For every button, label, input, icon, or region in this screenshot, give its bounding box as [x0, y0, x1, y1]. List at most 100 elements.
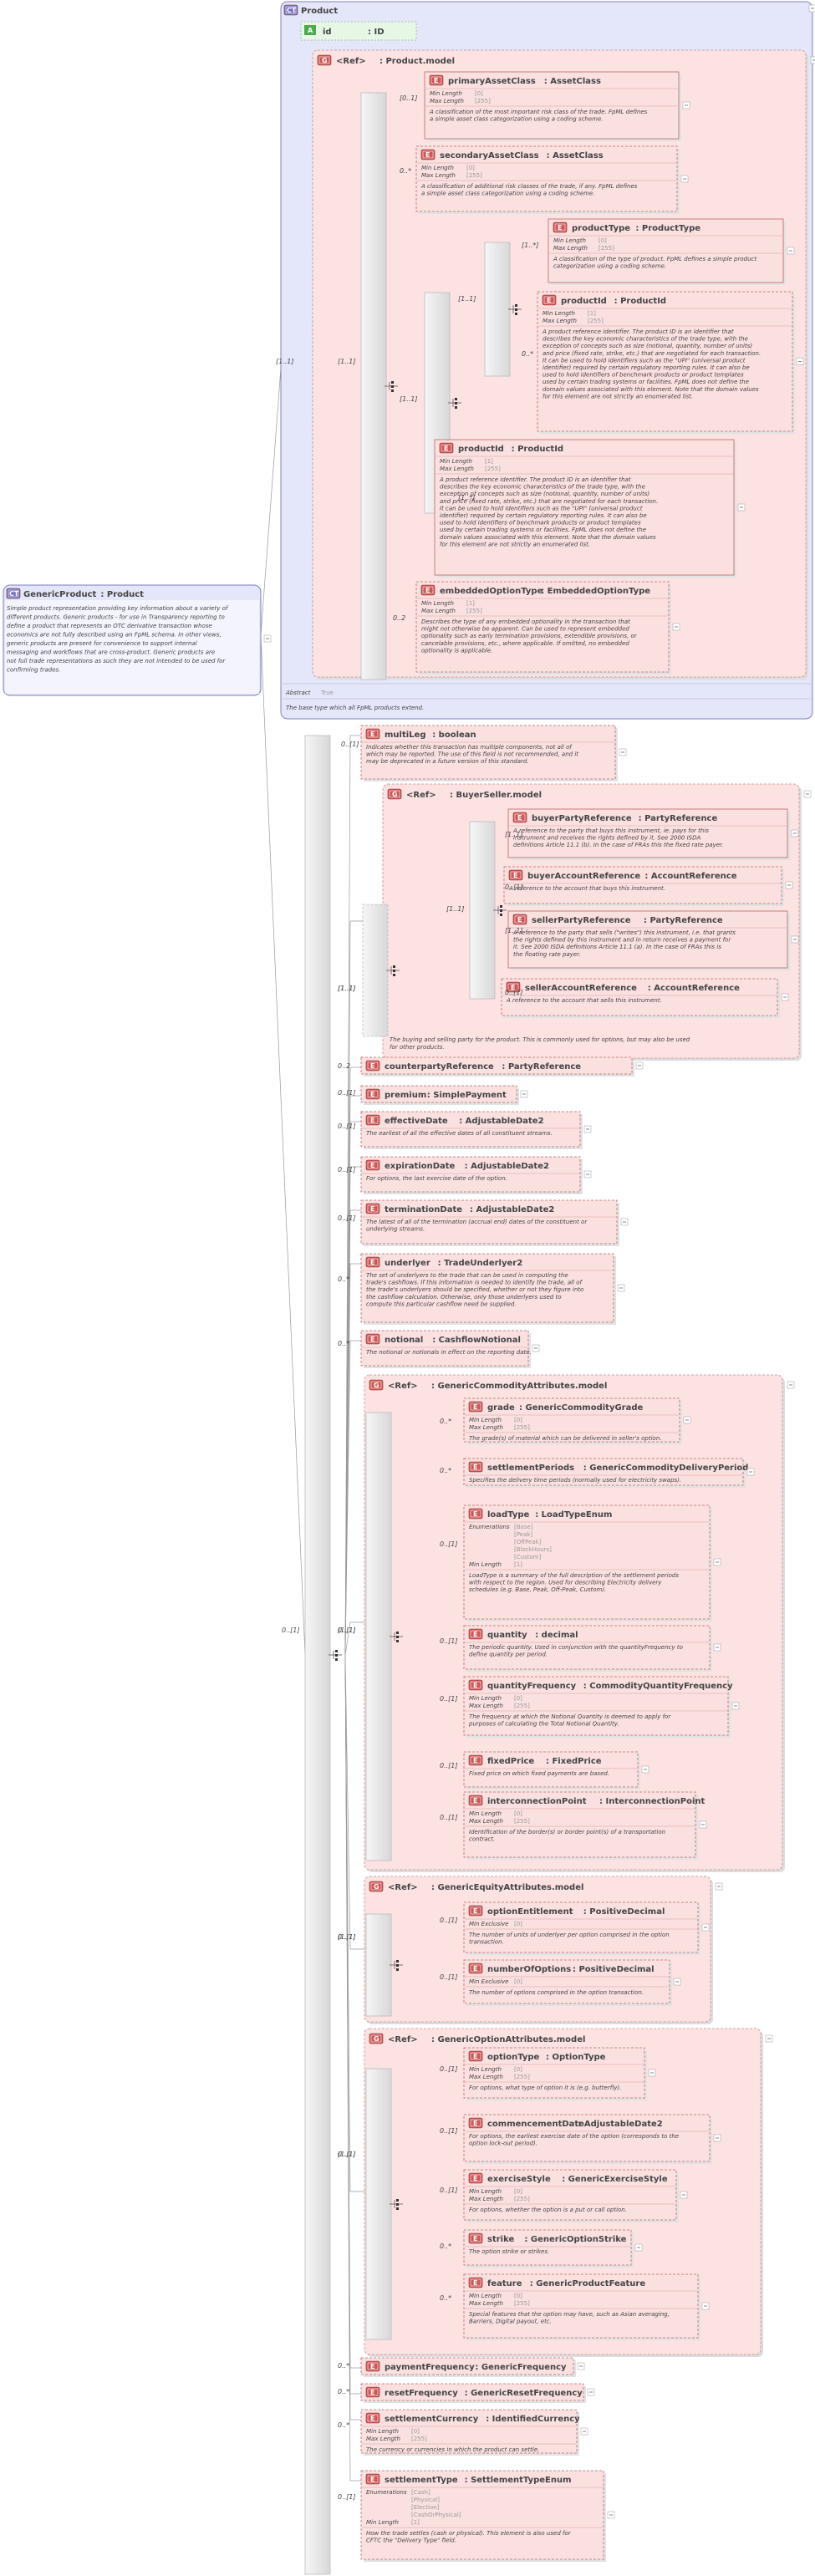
expand-icon[interactable]	[803, 790, 812, 798]
expand-icon[interactable]	[648, 2069, 656, 2077]
expand-icon[interactable]	[699, 1820, 707, 1829]
element-box-counterpartyReference[interactable]	[360, 1056, 633, 1075]
connector-occurrence: [1..1]	[400, 395, 418, 403]
expand-icon[interactable]	[583, 1170, 592, 1179]
element-occurrence: 0..[1]	[338, 1166, 356, 1173]
element-box-notional[interactable]	[360, 1330, 529, 1367]
expand-icon[interactable]	[713, 1558, 721, 1566]
element-box-strike[interactable]	[463, 2229, 632, 2266]
expand-icon[interactable]	[532, 1344, 540, 1352]
element-doc-line: A classification of the most important r…	[429, 109, 648, 115]
sequence-connector[interactable]	[469, 821, 496, 1000]
expand-icon[interactable]	[580, 2427, 588, 2436]
expand-icon[interactable]	[680, 175, 689, 183]
expand-icon[interactable]	[713, 2134, 721, 2142]
element-box-paymentFrequency[interactable]	[360, 2357, 574, 2375]
expand-icon[interactable]	[791, 829, 799, 837]
expand-icon[interactable]	[617, 1284, 625, 1292]
expand-icon[interactable]	[737, 503, 746, 512]
element-doc-line: optionality such as early termination pr…	[421, 633, 638, 639]
expand-icon[interactable]	[796, 358, 804, 365]
expand-icon[interactable]	[673, 1978, 681, 1986]
sequence-connector[interactable]	[365, 2068, 392, 2340]
element-box-effectiveDate[interactable]	[360, 1111, 581, 1148]
expand-icon[interactable]	[746, 1468, 755, 1476]
expand-icon[interactable]	[263, 634, 272, 643]
element-box-terminationDate[interactable]	[360, 1199, 618, 1245]
element-doc-line: For options, whether the option is a put…	[469, 2207, 627, 2213]
element-box-numberOfOptions[interactable]	[463, 1959, 670, 2004]
facet-value: [255]	[514, 2300, 530, 2307]
element-box-feature[interactable]	[463, 2273, 699, 2339]
element-occurrence: 0..*	[440, 1467, 451, 1474]
element-box-interconnectionPoint[interactable]	[463, 1791, 696, 1858]
element-box-optionType[interactable]	[463, 2047, 645, 2099]
element-box-settlementCurrency[interactable]	[360, 2409, 578, 2454]
expand-icon[interactable]	[607, 2511, 615, 2519]
element-box-productId[interactable]	[537, 291, 793, 432]
expand-icon[interactable]	[731, 1702, 740, 1710]
sequence-connector[interactable]	[484, 242, 511, 377]
expand-icon[interactable]	[765, 2034, 773, 2043]
element-box-sellerPartyReference[interactable]	[507, 910, 788, 969]
expand-icon[interactable]	[781, 993, 789, 1001]
element-box-multiLeg[interactable]	[360, 725, 616, 780]
expand-icon[interactable]	[810, 56, 815, 64]
element-box-premium[interactable]	[360, 1085, 517, 1103]
expand-icon[interactable]	[577, 2362, 585, 2370]
element-box-productId[interactable]	[434, 439, 735, 576]
sequence-connector[interactable]	[360, 92, 387, 680]
element-box-fixedPrice[interactable]	[463, 1751, 639, 1788]
element-box-resetFrequency[interactable]	[360, 2383, 584, 2401]
element-box-buyerAccountReference[interactable]	[503, 866, 782, 904]
element-box-primaryAssetClass[interactable]	[424, 71, 680, 140]
attr-id-box[interactable]	[300, 21, 417, 41]
element-box-settlementType[interactable]	[360, 2470, 604, 2560]
element-box-productType[interactable]	[548, 218, 784, 283]
expand-icon[interactable]	[683, 1416, 691, 1424]
element-box-loadType[interactable]	[463, 1504, 711, 1620]
expand-icon[interactable]	[634, 2243, 643, 2252]
expand-icon[interactable]	[587, 2388, 595, 2396]
element-doc-line: identifier) required by certain regulato…	[542, 364, 750, 371]
element-box-quantity[interactable]	[463, 1625, 711, 1670]
expand-icon[interactable]	[701, 1923, 710, 1932]
expand-icon[interactable]	[787, 247, 795, 255]
group-box-GenericCommodityAttributes.model[interactable]	[364, 1374, 783, 1871]
element-box-buyerPartyReference[interactable]	[507, 808, 788, 858]
expand-icon[interactable]	[715, 1882, 723, 1891]
expand-icon[interactable]	[791, 935, 799, 944]
element-badge: E	[370, 2415, 374, 2422]
element-box-commencementDate[interactable]	[463, 2114, 711, 2162]
expand-icon[interactable]	[701, 2302, 710, 2310]
element-box-exerciseStyle[interactable]	[463, 2169, 677, 2221]
sequence-icon	[508, 304, 522, 315]
expand-icon[interactable]	[620, 1218, 629, 1226]
expand-icon[interactable]	[682, 101, 690, 109]
element-type: : PartyReference	[644, 916, 723, 925]
expand-icon[interactable]	[672, 623, 680, 631]
expand-icon[interactable]	[641, 1765, 649, 1774]
element-box-underlyer[interactable]	[360, 1253, 614, 1323]
element-box-embeddedOptionType[interactable]	[415, 581, 670, 673]
sequence-connector[interactable]	[365, 1412, 392, 1861]
expand-icon[interactable]	[787, 1381, 795, 1389]
expand-icon[interactable]	[680, 2191, 688, 2199]
element-box-grade[interactable]	[463, 1397, 680, 1443]
expand-icon[interactable]	[583, 1125, 592, 1133]
expand-icon[interactable]	[520, 1090, 528, 1098]
sequence-connector[interactable]	[304, 735, 331, 2575]
expand-icon[interactable]	[808, 4, 815, 13]
element-box-optionEntitlement[interactable]	[463, 1901, 699, 1953]
element-box-settlementPeriods[interactable]	[463, 1458, 744, 1486]
expand-icon[interactable]	[785, 881, 793, 889]
element-box-secondaryAssetClass[interactable]	[415, 145, 678, 212]
expand-icon[interactable]	[635, 1061, 644, 1070]
sequence-connector[interactable]	[362, 904, 389, 1037]
element-box-sellerAccountReference[interactable]	[501, 978, 778, 1016]
element-box-expirationDate[interactable]	[360, 1156, 581, 1193]
element-box-quantityFrequency[interactable]	[463, 1676, 729, 1736]
expand-icon[interactable]	[713, 1643, 721, 1652]
expand-icon[interactable]	[619, 748, 627, 756]
sequence-connector[interactable]	[365, 1913, 392, 2017]
